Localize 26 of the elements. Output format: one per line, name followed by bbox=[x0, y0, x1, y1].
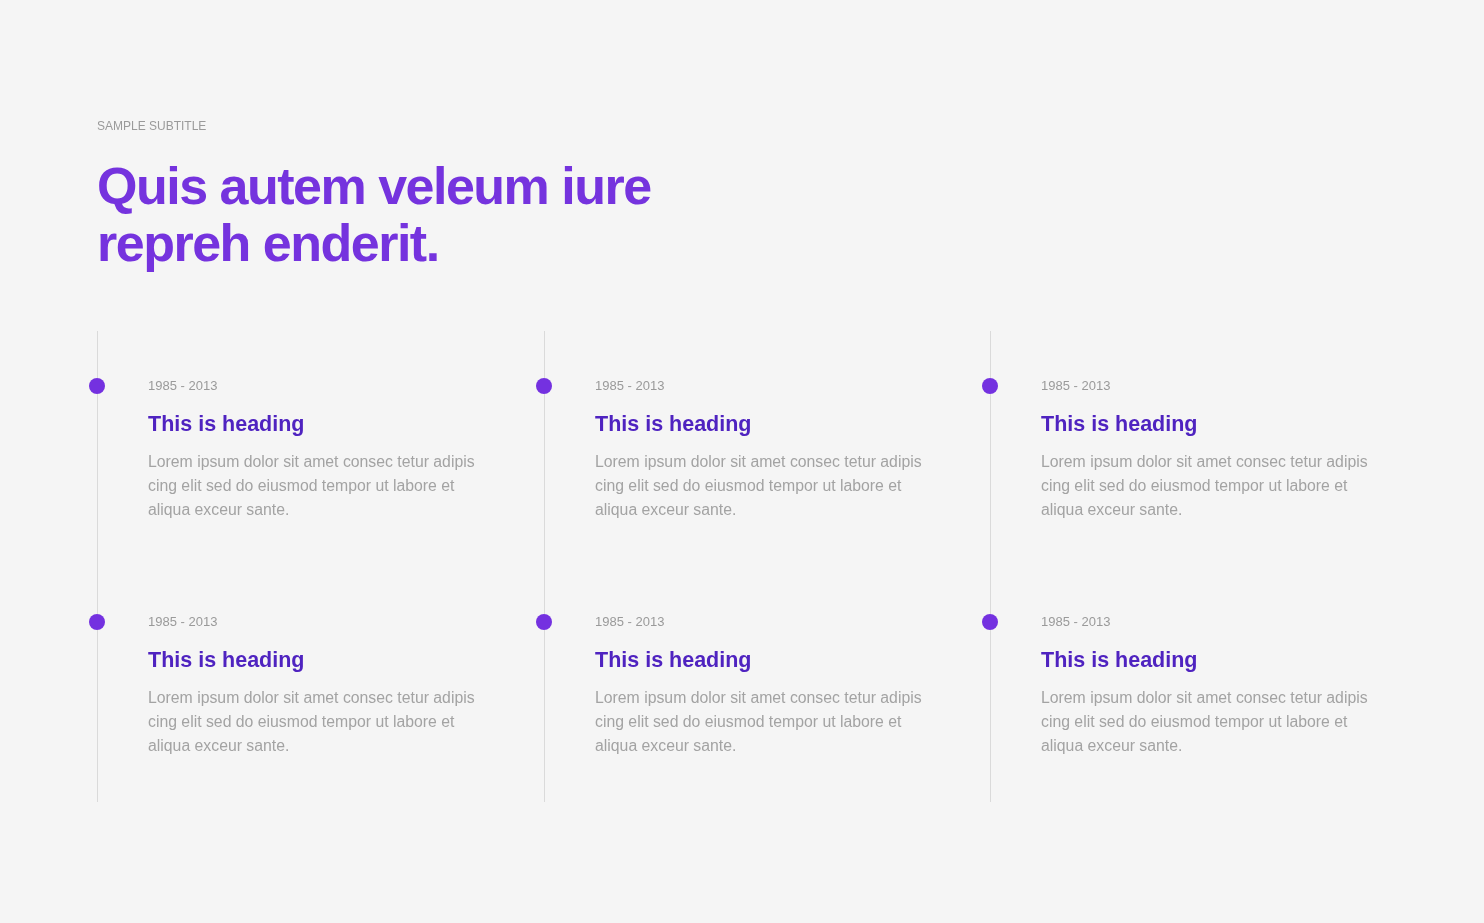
subtitle: SAMPLE SUBTITLE bbox=[97, 118, 207, 134]
item-description: Lorem ipsum dolor sit amet consec tetur adipis cing elit sed do eiusmod tempor ut labore et aliqua exceur sante. bbox=[595, 452, 923, 520]
date-range: 1985 - 2013 bbox=[595, 614, 665, 630]
timeline-dot bbox=[536, 378, 552, 394]
page-title: Quis autem veleum iure repreh enderit. bbox=[97, 158, 652, 272]
date-range: 1985 - 2013 bbox=[148, 378, 218, 394]
item-heading: This is heading bbox=[148, 411, 305, 437]
timeline-dot bbox=[89, 614, 105, 630]
date-range: 1985 - 2013 bbox=[1041, 378, 1111, 394]
timeline-dot bbox=[536, 614, 552, 630]
item-description: Lorem ipsum dolor sit amet consec tetur adipis cing elit sed do eiusmod tempor ut labore et aliqua exceur sante. bbox=[595, 688, 923, 756]
item-heading: This is heading bbox=[595, 411, 752, 437]
item-heading: This is heading bbox=[1041, 411, 1198, 437]
item-heading: This is heading bbox=[148, 647, 305, 673]
date-range: 1985 - 2013 bbox=[1041, 614, 1111, 630]
item-description: Lorem ipsum dolor sit amet consec tetur adipis cing elit sed do eiusmod tempor ut labore et aliqua exceur sante. bbox=[148, 452, 476, 520]
item-description: Lorem ipsum dolor sit amet consec tetur adipis cing elit sed do eiusmod tempor ut labore et aliqua exceur sante. bbox=[1041, 452, 1369, 520]
timeline-dot bbox=[982, 614, 998, 630]
timeline-dot bbox=[982, 378, 998, 394]
item-description: Lorem ipsum dolor sit amet consec tetur adipis cing elit sed do eiusmod tempor ut labore et aliqua exceur sante. bbox=[148, 688, 476, 756]
date-range: 1985 - 2013 bbox=[148, 614, 218, 630]
item-heading: This is heading bbox=[595, 647, 752, 673]
timeline-dot bbox=[89, 378, 105, 394]
item-description: Lorem ipsum dolor sit amet consec tetur adipis cing elit sed do eiusmod tempor ut labore et aliqua exceur sante. bbox=[1041, 688, 1369, 756]
date-range: 1985 - 2013 bbox=[595, 378, 665, 394]
item-heading: This is heading bbox=[1041, 647, 1198, 673]
